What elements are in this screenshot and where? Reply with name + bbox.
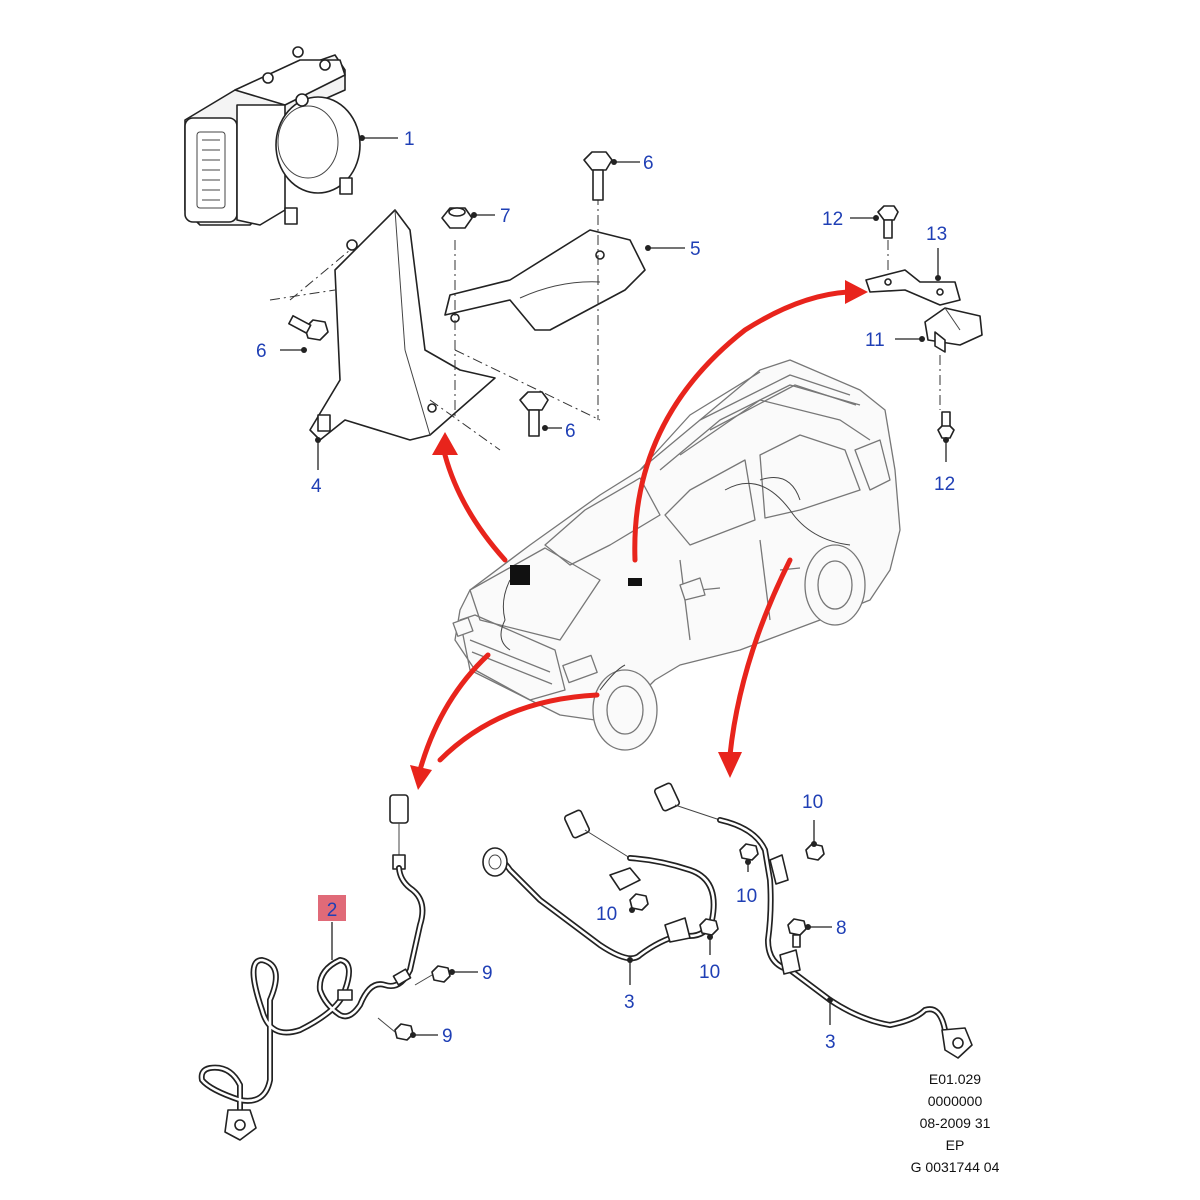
callout-12-bottom: 12 [934,474,955,495]
callout-2: 2 [327,900,338,921]
callout-3-center: 3 [624,992,635,1013]
callout-8: 8 [836,918,847,939]
highlight-box-2 [318,895,346,921]
bolt-upper [583,151,613,201]
callout-3-right: 3 [825,1032,836,1053]
bolt-9-lower [377,1017,414,1041]
bolt-lower [519,391,549,437]
callout-5: 5 [690,239,701,260]
ref-line-3: 08-2009 31 [920,1115,991,1131]
callout-12-top: 12 [822,209,843,230]
callout-11: 11 [865,330,885,351]
callout-13: 13 [926,224,947,245]
flange-nut [441,207,473,229]
callout-7: 7 [500,206,511,227]
callout-9-lower: 9 [442,1026,453,1047]
callout-6-upper: 6 [643,153,654,174]
ref-line-2: 0000000 [928,1093,983,1109]
yaw-rate-sensor [924,307,983,353]
callout-1: 1 [404,129,415,150]
ref-line-5: G 0031744 04 [911,1159,1000,1175]
callout-6-left: 6 [256,341,267,362]
screw-12-top [877,205,899,239]
abs-mounting-bracket [309,209,496,441]
front-wheel-speed-sensor-harness [198,794,426,1141]
callout-10-a: 10 [596,904,617,925]
callout-10-b: 10 [699,962,720,983]
rear-harness-center [482,809,717,962]
vehicle-outline [452,359,901,751]
bolt-left [288,314,329,341]
abs-modulator-unit [184,46,361,226]
callout-10-c: 10 [736,886,757,907]
callout-10-d: 10 [802,792,823,813]
bolt-8 [787,918,807,948]
callout-6-lower: 6 [565,421,576,442]
sensor-bracket [865,269,961,306]
callout-4: 4 [311,476,322,497]
red-indicator-arrows [410,280,868,790]
bolt-9-upper [414,965,451,986]
rear-harness-right [653,782,973,1059]
callout-9-upper: 9 [482,963,493,984]
mounting-plate [444,229,646,331]
bolt-10-b [699,918,719,936]
screw-12-bottom [937,411,955,439]
ref-line-4: EP [946,1137,965,1153]
drawing-reference-block: E01.029 0000000 08-2009 31 EP G 0031744 … [911,1071,1000,1175]
ref-line-1: E01.029 [929,1071,981,1087]
bolt-10-c [739,843,759,861]
